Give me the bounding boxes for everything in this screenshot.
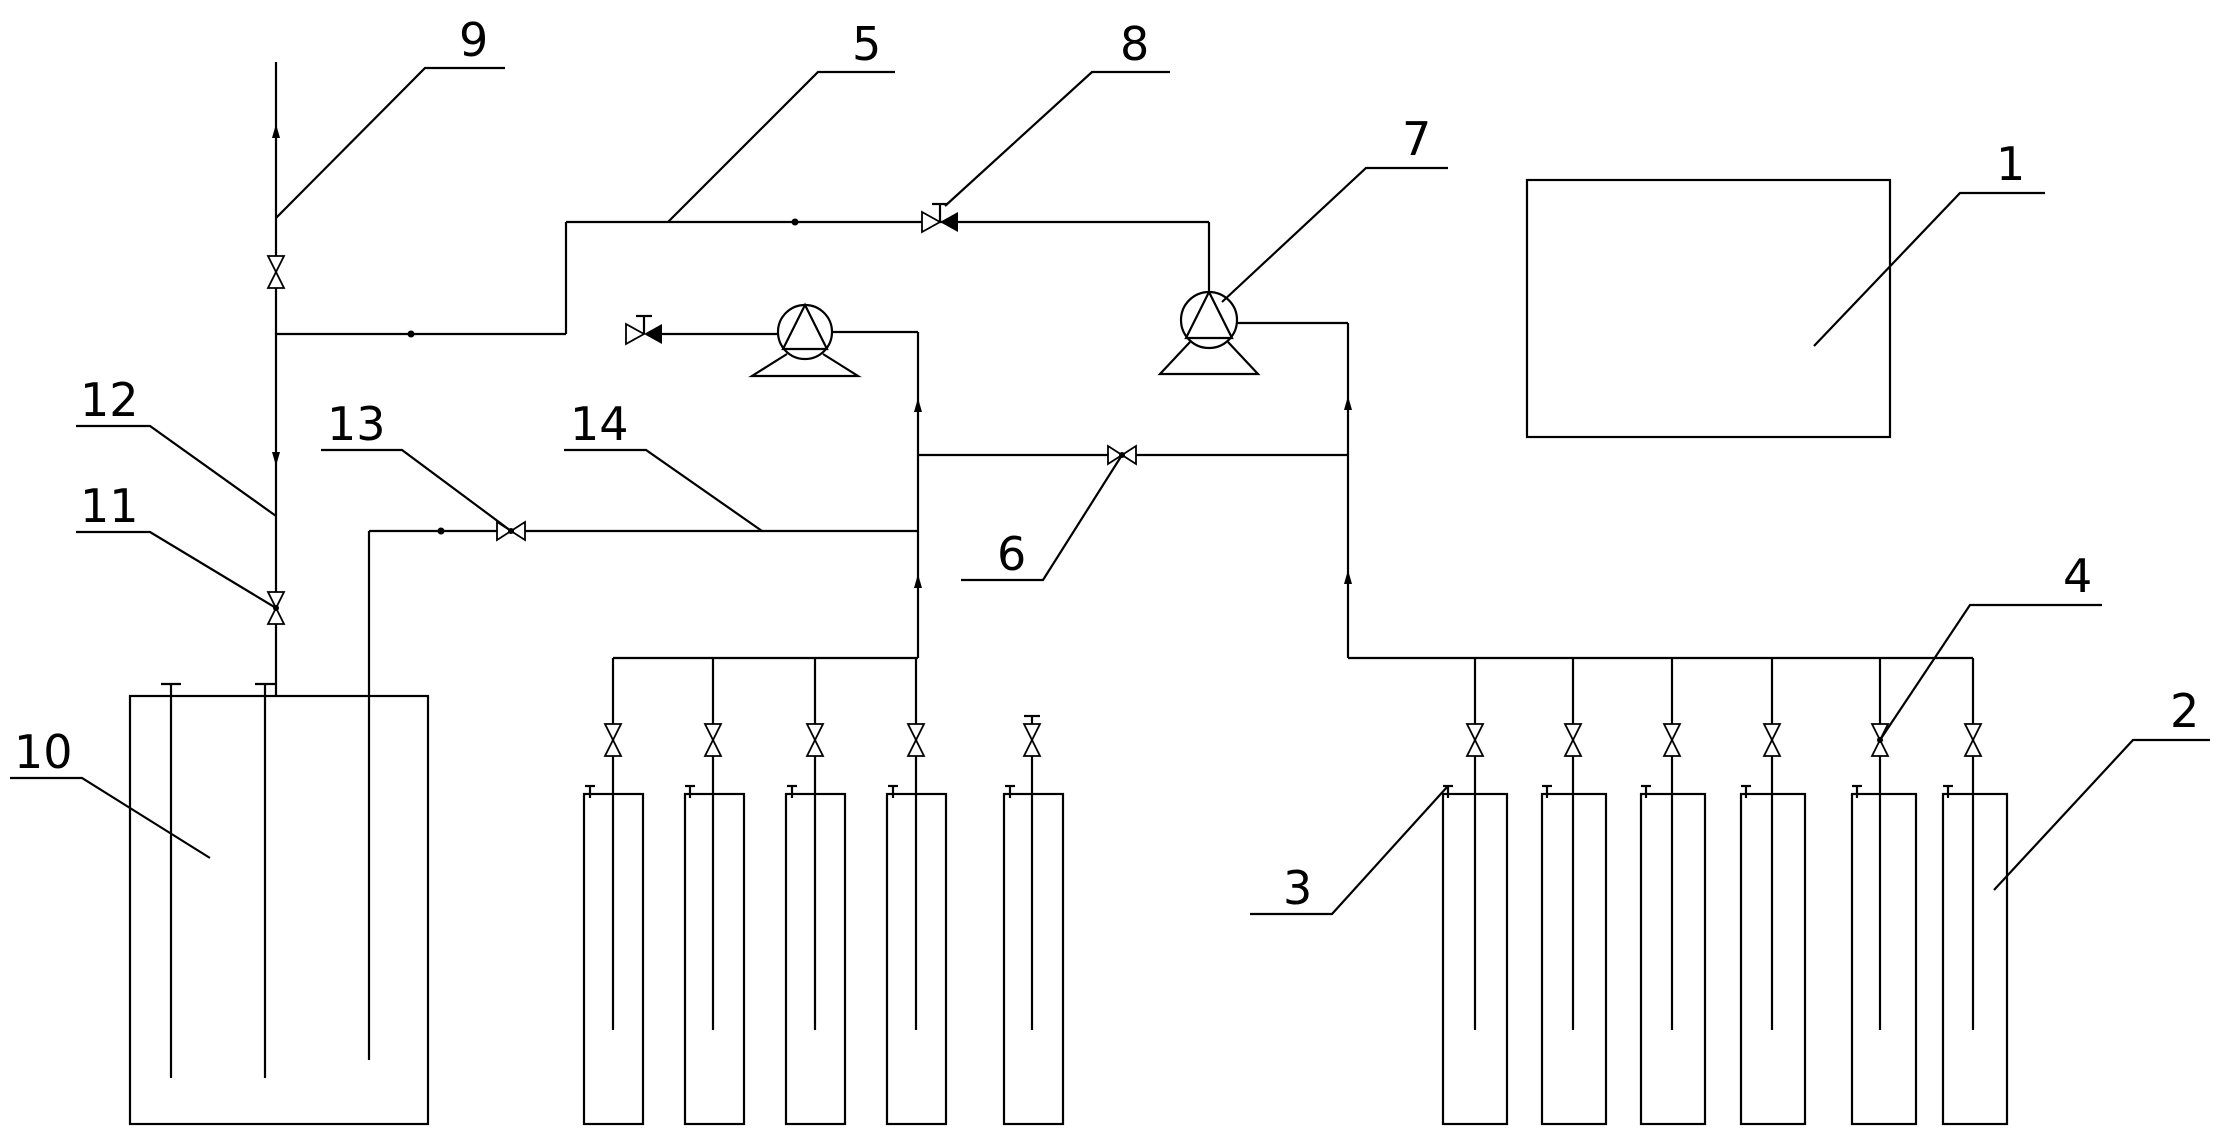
label-4: 4 [2063,549,2092,603]
label-13: 13 [327,397,386,451]
flow-dot [407,330,415,338]
label-11: 11 [80,479,139,533]
pump-left-icon [748,302,862,378]
valve-6-icon [1107,444,1137,466]
flow-arrow-up [914,574,922,588]
check-valve-icon [625,314,662,346]
flow-dot [791,218,799,226]
left-cylinder-bank [582,658,1065,1126]
label-1: 1 [1996,137,2025,191]
label-8: 8 [1120,17,1149,71]
leader-lines [10,66,2210,916]
storage-tank [128,694,430,1126]
label-3: 3 [1283,861,1312,915]
label-5: 5 [852,17,881,71]
right-cylinder-bank [1441,658,2009,1126]
control-box [1525,178,1892,439]
flow-dot [437,527,445,535]
flow-arrow-down [272,452,280,466]
check-valve-8-icon [921,202,958,234]
valve-11-icon [266,591,286,625]
valve-9-icon [266,255,286,289]
pump-7-icon [1157,289,1261,376]
label-12: 12 [80,373,139,427]
flow-arrow-up [914,398,922,412]
flow-arrow-up [272,124,280,138]
flow-arrow-up [1344,396,1352,410]
label-7: 7 [1402,112,1431,166]
vent-line [272,62,1211,696]
label-14: 14 [570,397,629,451]
tank-dip-tubes [161,529,502,1078]
label-10: 10 [14,725,73,779]
label-9: 9 [459,13,488,67]
label-6: 6 [997,527,1026,581]
flow-arrow-up [1344,570,1352,584]
label-2: 2 [2170,684,2199,738]
